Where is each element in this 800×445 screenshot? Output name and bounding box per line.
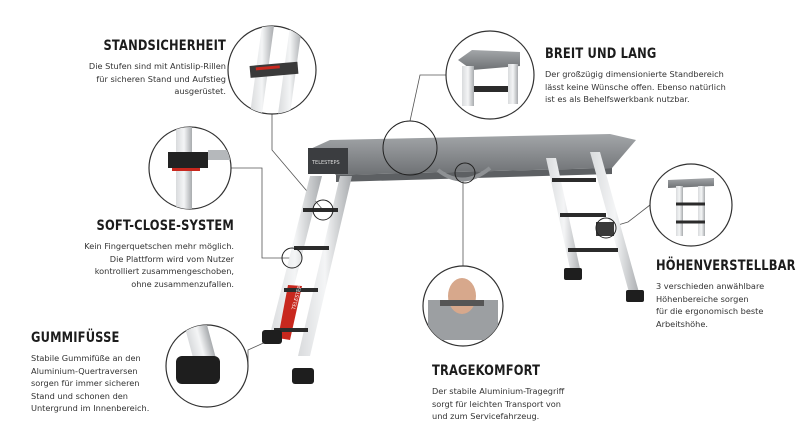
feature-line: und zum Servicefahrzeug. — [432, 411, 540, 422]
feature-line: lässt keine Wünsche offen. Ebenso natürl… — [545, 81, 726, 92]
feature-breit-lang: BREIT UND LANG Der großzügig dimensionie… — [545, 46, 785, 106]
detail-tragekomfort — [422, 265, 504, 347]
feature-line: Höhenbereiche sorgen — [656, 293, 749, 304]
feature-title: TRAGEKOMFORT — [432, 363, 541, 379]
feature-line: ohne zusammenzufallen. — [131, 278, 234, 289]
feature-gummifuesse: GUMMIFÜSSE Stabile Gummifüße an den Alum… — [31, 330, 171, 415]
feature-soft-close: SOFT-CLOSE-SYSTEM Kein Fingerquetschen m… — [34, 218, 234, 290]
feature-line: für die ergonomisch beste — [656, 306, 764, 317]
feature-title: BREIT UND LANG — [545, 46, 657, 62]
feature-line: Stand und schonen den — [31, 390, 128, 401]
feature-line: Die Stufen sind mit Antislip-Rillen — [88, 61, 226, 71]
detail-hoehenverstellbar — [649, 163, 733, 247]
feature-standsicherheit: STANDSICHERHEIT Die Stufen sind mit Anti… — [40, 38, 226, 98]
feature-title: STANDSICHERHEIT — [103, 38, 226, 54]
feature-tragekomfort: TRAGEKOMFORT Der stabile Aluminium-Trage… — [432, 363, 612, 423]
highlight-markers — [281, 120, 617, 269]
feature-line: ist es als Behelfswerkbank nutzbar. — [545, 94, 690, 105]
feature-line: Arbeitshöhe. — [656, 318, 708, 329]
feature-hoehenverstellbar: HÖHENVERSTELLBAR 3 verschieden anwählbar… — [656, 258, 796, 330]
platform-brand-label: TELESTEPS — [311, 160, 340, 166]
feature-line: Der stabile Aluminium-Tragegriff — [432, 386, 565, 396]
feature-line: Untergrund im Innenbereich. — [31, 403, 150, 414]
carry-handle — [436, 166, 492, 182]
platform: TELESTEPS — [308, 134, 636, 182]
feature-line: Aluminium-Quertraversen — [31, 365, 138, 376]
feature-line: sorgt für leichten Transport von — [432, 398, 561, 409]
detail-breit-lang — [445, 30, 535, 120]
detail-soft-close — [148, 126, 232, 210]
feature-line: sorgen für immer sicheren — [31, 378, 140, 389]
feature-line: Kein Fingerquetschen mehr möglich. — [84, 241, 234, 251]
feature-line: Stabile Gummifüße an den — [31, 353, 141, 363]
feature-title: SOFT-CLOSE-SYSTEM — [96, 218, 234, 234]
feature-line: ausgerüstet. — [174, 86, 226, 97]
feature-line: Der großzügig dimensionierte Standbereic… — [545, 69, 724, 79]
detail-standsicherheit — [227, 25, 317, 115]
feature-title: HÖHENVERSTELLBAR — [656, 258, 796, 274]
left-ladder: TELESTEPS — [262, 176, 352, 384]
feature-line: kontrolliert zusammengeschoben, — [94, 266, 234, 277]
feature-line: 3 verschieden anwählbare — [656, 281, 765, 291]
feature-title: GUMMIFÜSSE — [31, 330, 120, 346]
feature-line: Die Plattform wird vom Nutzer — [109, 253, 234, 264]
feature-line: für sicheren Stand und Aufstieg — [96, 73, 226, 84]
detail-gummifuesse — [165, 324, 249, 408]
